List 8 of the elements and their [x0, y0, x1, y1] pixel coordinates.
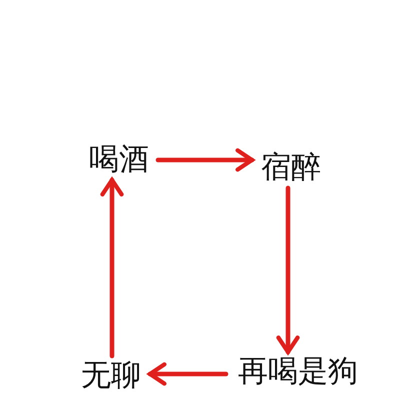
node-label: 再喝是狗 — [238, 357, 358, 387]
arrow — [156, 148, 254, 172]
node-label: 喝酒 — [89, 145, 149, 175]
arrow — [100, 178, 124, 358]
node-label: 宿醉 — [261, 153, 321, 183]
arrow — [148, 362, 228, 386]
node-label: 无聊 — [81, 361, 141, 391]
arrow — [276, 186, 300, 354]
